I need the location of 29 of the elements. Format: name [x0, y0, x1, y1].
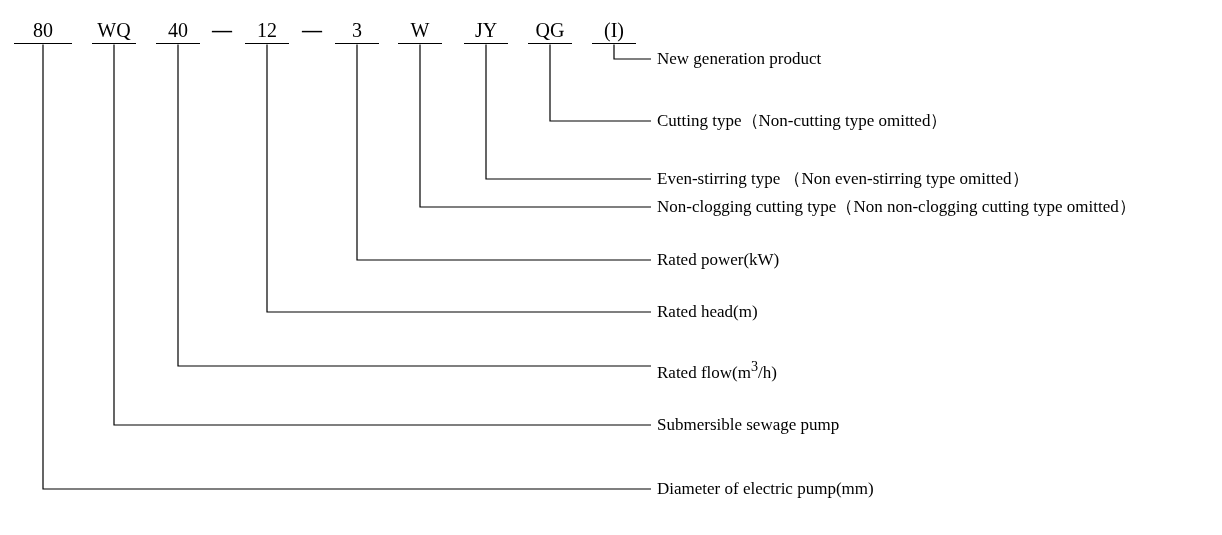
leader-line [485, 43, 652, 180]
leader-line [42, 43, 652, 490]
description-text: Rated flow(m$^{3}$/h) [657, 354, 1217, 385]
code-segment: (I) [592, 17, 636, 44]
leader-line [177, 43, 652, 367]
description-text: Rated power(kW) [657, 248, 1217, 272]
leader-line [113, 43, 652, 426]
description-text: Even-stirring type （Non even-stirring type omitted） [657, 167, 1217, 191]
description-text: Rated head(m) [657, 300, 1217, 324]
description-text: Diameter of electric pump(mm) [657, 477, 1217, 501]
separator-dash: — [212, 18, 232, 43]
code-segment: 40 [156, 17, 200, 44]
code-segment: 80 [14, 17, 72, 44]
description-text: New generation product [657, 47, 1217, 71]
leader-line [549, 43, 652, 122]
leader-line [356, 43, 652, 261]
code-segment: QG [528, 17, 572, 44]
separator-dash: — [302, 18, 322, 43]
leader-line [613, 43, 652, 60]
code-segment: 12 [245, 17, 289, 44]
leader-line [419, 43, 652, 208]
code-segment: W [398, 17, 442, 44]
code-segment: JY [464, 17, 508, 44]
description-text: Non-clogging cutting type（Non non-clogging cutting type omitted） [657, 195, 1217, 219]
description-text: Cutting type（Non-cutting type omitted） [657, 109, 1217, 133]
leader-line [266, 43, 652, 313]
code-segment: WQ [92, 17, 136, 44]
code-segment: 3 [335, 17, 379, 44]
description-text: Submersible sewage pump [657, 413, 1217, 437]
